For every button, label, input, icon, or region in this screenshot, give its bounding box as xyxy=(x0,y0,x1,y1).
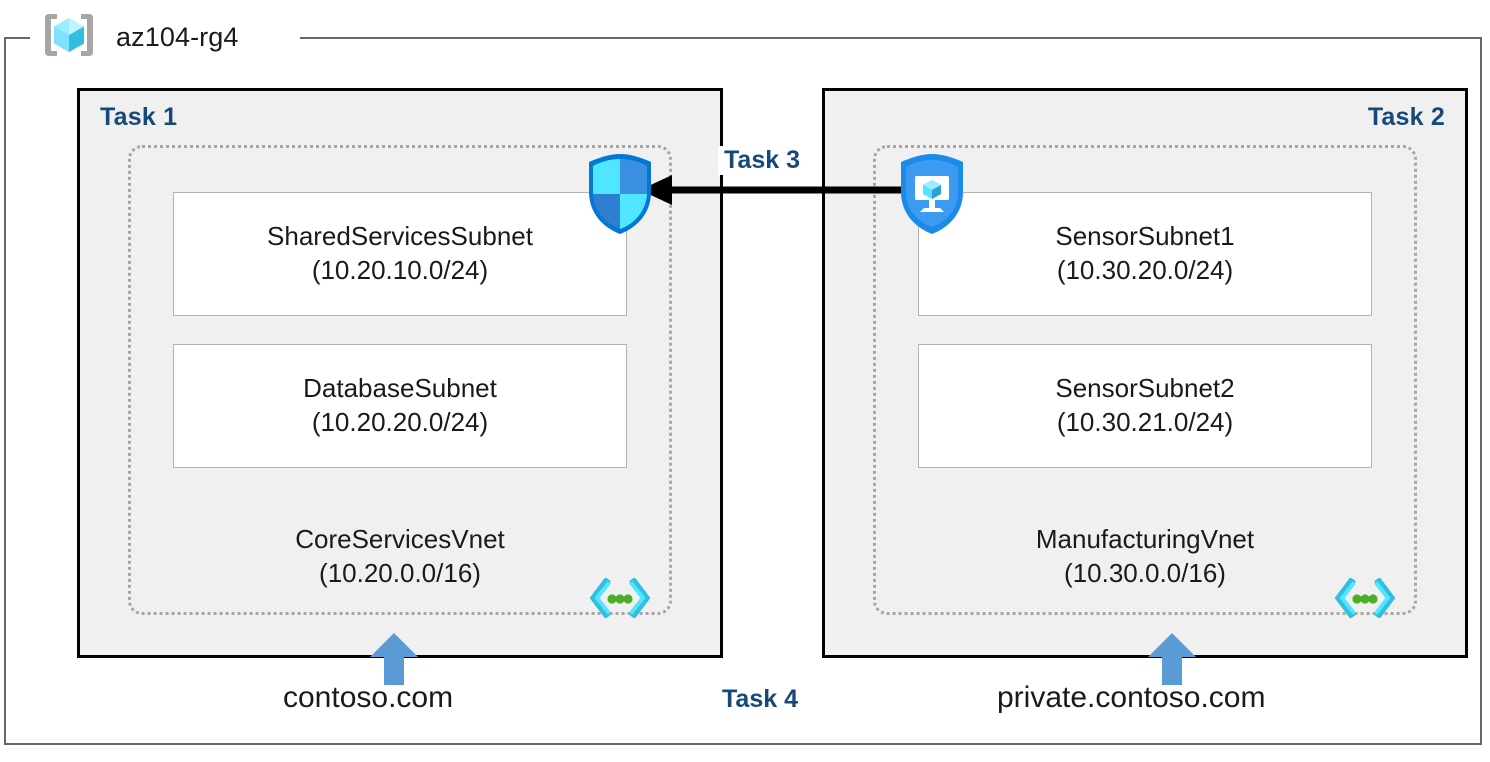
virtual-network-icon xyxy=(589,577,651,619)
vnet-name: ManufacturingVnet xyxy=(1035,524,1255,555)
vnet-cidr: (10.30.0.0/16) xyxy=(1064,557,1226,588)
subnet-sensor2: SensorSubnet2 (10.30.21.0/24) xyxy=(918,344,1372,468)
resource-group-header: az104-rg4 xyxy=(40,8,238,66)
dns-zone-label-private-contoso: private.contoso.com xyxy=(997,681,1266,714)
vnet-name: CoreServicesVnet xyxy=(295,524,505,555)
firewall-shield-icon xyxy=(584,152,656,236)
subnet-cidr: (10.30.21.0/24) xyxy=(1056,407,1234,437)
subnet-name: SharedServicesSubnet xyxy=(267,221,533,252)
task-label-3: Task 3 xyxy=(718,146,806,175)
up-arrow-icon xyxy=(1148,633,1196,685)
subnet-sharedservices: SharedServicesSubnet (10.20.10.0/24) xyxy=(173,192,627,316)
vnet-label-coreservices: CoreServicesVnet (10.20.0.0/16) xyxy=(131,523,669,590)
subnet-name: SensorSubnet1 xyxy=(1055,221,1235,252)
vnet-cidr: (10.20.0.0/16) xyxy=(319,557,481,588)
task-label-2: Task 2 xyxy=(1367,103,1445,131)
task-panel-left: Task 1 SharedServicesSubnet (10.20.10.0/… xyxy=(77,88,723,658)
subnet-cidr: (10.30.20.0/24) xyxy=(1056,255,1234,285)
vnet-peering-arrow xyxy=(636,168,912,212)
subnet-cidr: (10.20.20.0/24) xyxy=(311,407,489,437)
task-label-1: Task 1 xyxy=(100,103,178,131)
bastion-shield-vm-icon xyxy=(896,152,968,236)
subnet-name: DatabaseSubnet xyxy=(303,373,497,404)
task-label-4: Task 4 xyxy=(722,685,798,713)
resource-group-cube-icon xyxy=(40,9,98,66)
vnet-label-manufacturing: ManufacturingVnet (10.30.0.0/16) xyxy=(876,523,1414,590)
subnet-cidr: (10.20.10.0/24) xyxy=(311,255,489,285)
subnet-sensor1: SensorSubnet1 (10.30.20.0/24) xyxy=(918,192,1372,316)
subnet-name: SensorSubnet2 xyxy=(1055,373,1235,404)
resource-group-name: az104-rg4 xyxy=(116,21,239,52)
dns-zone-label-contoso: contoso.com xyxy=(283,681,454,714)
vnet-coreservices: SharedServicesSubnet (10.20.10.0/24) Dat… xyxy=(128,145,672,619)
virtual-network-icon xyxy=(1334,577,1396,619)
resource-group-boundary xyxy=(4,37,1482,745)
up-arrow-icon xyxy=(370,633,418,685)
subnet-database: DatabaseSubnet (10.20.20.0/24) xyxy=(173,344,627,468)
vnet-manufacturing: SensorSubnet1 (10.30.20.0/24) SensorSubn… xyxy=(873,145,1417,619)
